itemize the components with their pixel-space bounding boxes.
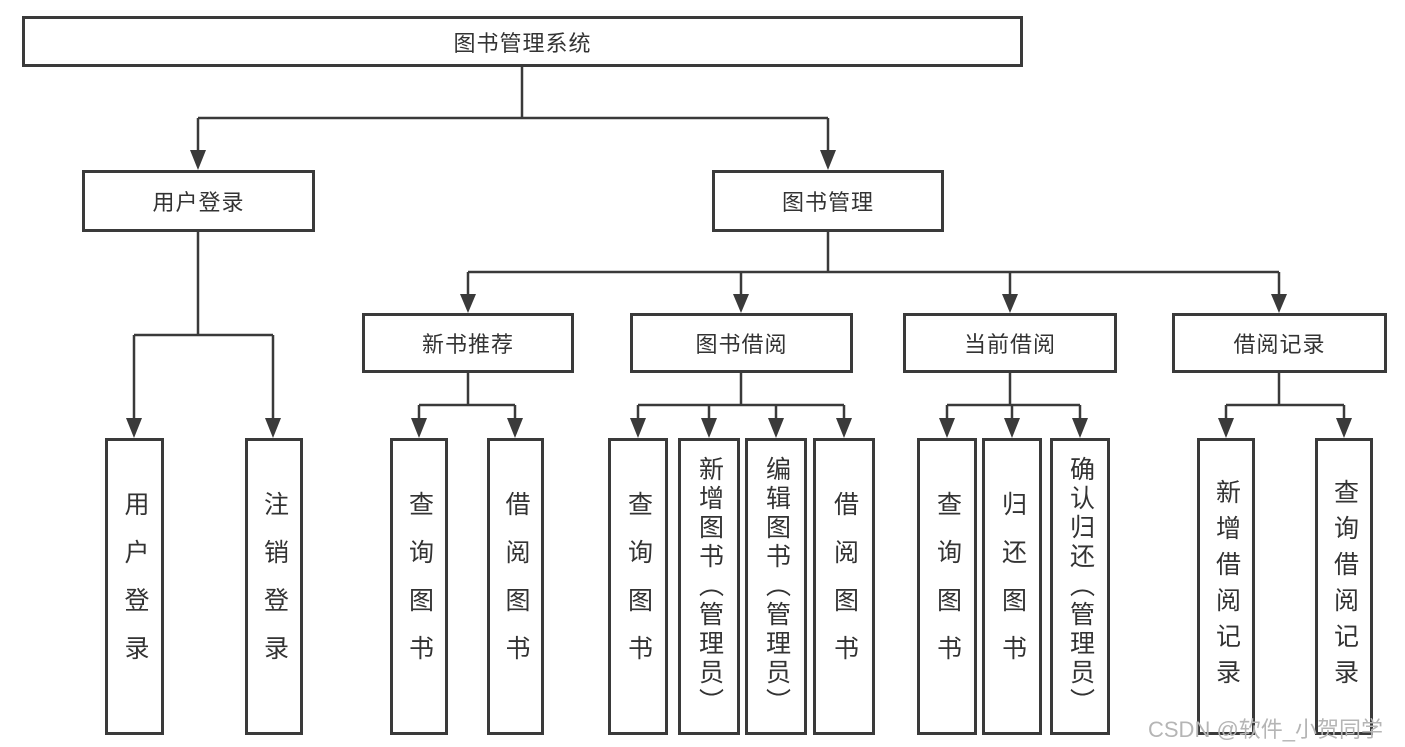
leaf-confirm-return-admin: 确认归还（管理员） (1050, 438, 1110, 735)
node-book-management: 图书管理 (712, 170, 944, 232)
leaf-edit-books-admin: 编辑图书（管理员） (745, 438, 807, 735)
leaf-recommend-query-books: 查询图书 (390, 438, 448, 735)
leaf-confirm-return-admin-label: 确认归还（管理员） (1066, 456, 1095, 717)
leaf-logout-label: 注销登录 (260, 490, 289, 683)
leaf-logout: 注销登录 (245, 438, 303, 735)
leaf-add-books-admin: 新增图书（管理员） (678, 438, 740, 735)
node-borrow-records-label: 借阅记录 (1233, 332, 1326, 357)
leaf-current-query-books-label: 查询图书 (933, 490, 962, 683)
node-book-borrow: 图书借阅 (630, 313, 853, 373)
node-root-label: 图书管理系统 (453, 30, 592, 56)
leaf-recommend-query-books-label: 查询图书 (405, 490, 434, 683)
csdn-watermark: CSDN @软件_小贺同学 (1148, 717, 1384, 742)
node-current-borrow: 当前借阅 (903, 313, 1117, 373)
node-user-login: 用户登录 (82, 170, 315, 232)
leaf-user-login: 用户登录 (105, 438, 164, 735)
leaf-recommend-borrow-books-label: 借阅图书 (502, 490, 530, 683)
leaf-borrow-query-books-label: 查询图书 (624, 490, 653, 683)
leaf-query-borrow-record: 查询借阅记录 (1315, 438, 1373, 735)
leaf-borrow-books: 借阅图书 (813, 438, 875, 735)
leaf-return-books: 归还图书 (982, 438, 1042, 735)
leaf-recommend-borrow-books: 借阅图书 (487, 438, 544, 735)
leaf-current-query-books: 查询图书 (917, 438, 977, 735)
leaf-user-login-label: 用户登录 (121, 490, 149, 683)
leaf-borrow-books-label: 借阅图书 (830, 490, 859, 683)
leaf-return-books-label: 归还图书 (998, 490, 1027, 683)
node-borrow-records: 借阅记录 (1172, 313, 1387, 373)
node-new-book-recommend: 新书推荐 (362, 313, 574, 373)
node-book-borrow-label: 图书借阅 (695, 332, 788, 357)
leaf-borrow-query-books: 查询图书 (608, 438, 668, 735)
node-current-borrow-label: 当前借阅 (963, 332, 1056, 357)
leaf-edit-books-admin-label: 编辑图书（管理员） (762, 456, 791, 717)
leaf-add-borrow-record-label: 新增借阅记录 (1212, 478, 1241, 695)
node-user-login-label: 用户登录 (152, 190, 245, 215)
leaf-query-borrow-record-label: 查询借阅记录 (1330, 478, 1359, 695)
leaf-add-borrow-record: 新增借阅记录 (1197, 438, 1255, 735)
node-root: 图书管理系统 (22, 16, 1023, 67)
node-book-management-label: 图书管理 (781, 190, 874, 215)
node-new-book-recommend-label: 新书推荐 (421, 332, 514, 357)
leaf-add-books-admin-label: 新增图书（管理员） (695, 456, 724, 717)
